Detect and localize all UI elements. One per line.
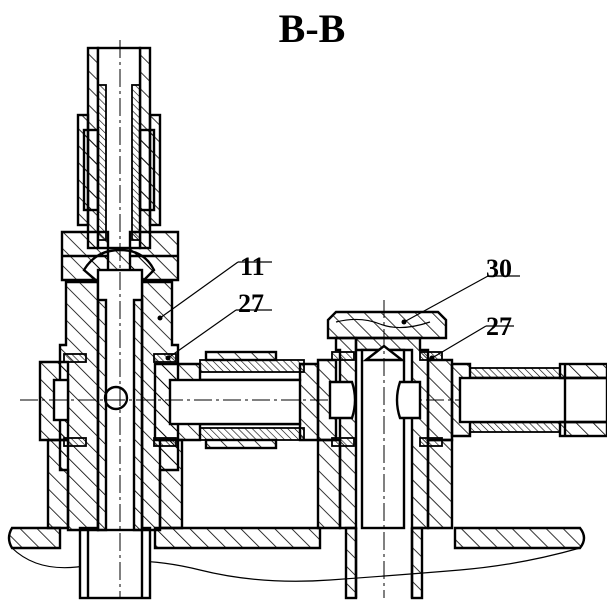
callout-label-30: 30 [486,254,512,283]
horizontal-connector [20,350,607,450]
callout-label-27-right: 27 [486,312,512,341]
part-30-valve-cap [326,310,448,340]
section-title: B-B [279,6,346,51]
right-outlet-pipe [450,362,607,438]
callout-label-27-left: 27 [238,289,264,318]
callout-11: 11 [157,252,272,321]
left-upper-tube [76,46,162,250]
callout-label-11: 11 [240,252,265,281]
right-valve-body [316,351,454,530]
base-plate [7,526,586,600]
left-housing [38,353,184,530]
callout-30: 30 [401,254,520,325]
callout-27-right: 27 [429,312,514,361]
callout-27-left: 27 [165,289,272,361]
